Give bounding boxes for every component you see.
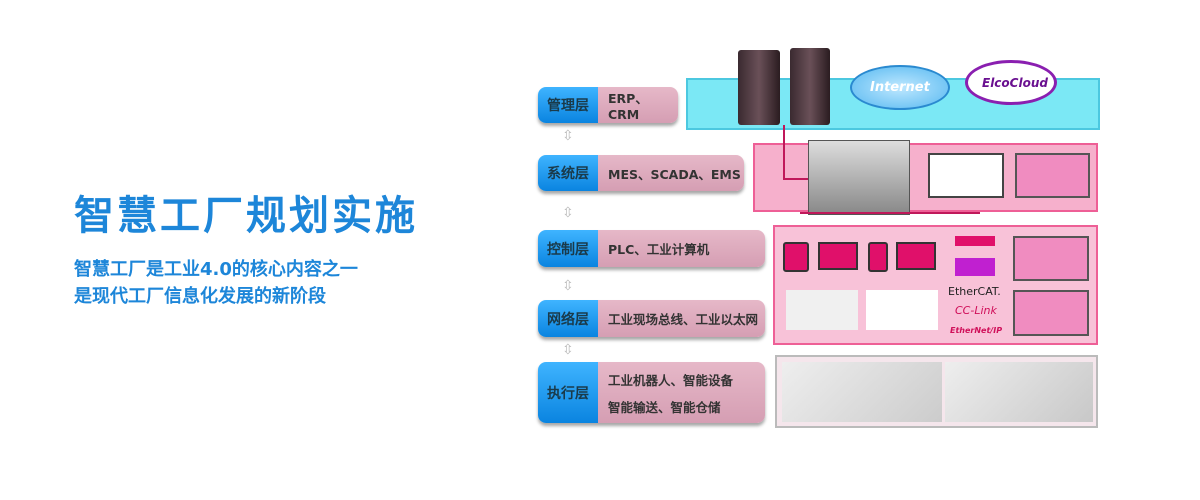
hmi-screen bbox=[1015, 153, 1090, 198]
robot-line-image bbox=[782, 362, 942, 422]
hmi-screen bbox=[1013, 290, 1089, 336]
layer-tag: 网络层 bbox=[538, 300, 598, 337]
layer-system: 系统层 MES、SCADA、EMS bbox=[538, 155, 744, 191]
bidirectional-arrow-icon: ⇳ bbox=[562, 342, 574, 358]
hmi-screen bbox=[1013, 236, 1089, 281]
layer-network: 网络层 工业现场总线、工业以太网 bbox=[538, 300, 765, 337]
io-icons bbox=[955, 258, 995, 276]
ethercat-logo: EtherCAT. bbox=[948, 285, 1001, 298]
layer-desc: ERP、CRM bbox=[608, 91, 648, 122]
subtitle-line-2: 是现代工厂信息化发展的新阶段 bbox=[74, 286, 326, 307]
layer-desc: 工业现场总线、工业以太网 bbox=[608, 312, 759, 327]
elcocloud-label: ElcoCloud bbox=[982, 76, 1048, 90]
layer-desc: 智能输送、智能仓储 bbox=[608, 399, 721, 415]
scada-screen bbox=[928, 153, 1004, 198]
layer-tag: 系统层 bbox=[538, 155, 598, 191]
warehouse-image bbox=[945, 362, 1093, 422]
io-module-image bbox=[866, 290, 938, 330]
ethernetip-logo: EtherNet/IP bbox=[950, 326, 1003, 335]
server-icon bbox=[790, 48, 830, 125]
phone-icon bbox=[868, 242, 888, 272]
monitor-icon bbox=[896, 242, 936, 270]
bidirectional-arrow-icon: ⇳ bbox=[562, 278, 574, 294]
layer-tag: 管理层 bbox=[538, 87, 598, 123]
bidirectional-arrow-icon: ⇳ bbox=[562, 128, 574, 144]
network-switch-icon bbox=[808, 140, 910, 215]
internet-cloud-icon bbox=[850, 65, 950, 110]
layer-desc: PLC、工业计算机 bbox=[608, 242, 710, 257]
plc-rack-image bbox=[786, 290, 858, 330]
layer-tag: 执行层 bbox=[538, 362, 598, 423]
layer-control: 控制层 PLC、工业计算机 bbox=[538, 230, 765, 267]
internet-label: Internet bbox=[870, 80, 930, 95]
io-icons bbox=[955, 236, 995, 246]
elcocloud-icon bbox=[965, 60, 1057, 105]
page-title: 智慧工厂规划实施 bbox=[74, 193, 418, 239]
bidirectional-arrow-icon: ⇳ bbox=[562, 205, 574, 221]
subtitle-line-1: 智慧工厂是工业4.0的核心内容之一 bbox=[74, 259, 358, 280]
layer-execution: 执行层 工业机器人、智能设备 智能输送、智能仓储 bbox=[538, 362, 765, 423]
server-icon bbox=[738, 50, 780, 125]
layer-desc: 工业机器人、智能设备 bbox=[608, 372, 734, 388]
layer-tag: 控制层 bbox=[538, 230, 598, 267]
layer-management: 管理层 ERP、CRM bbox=[538, 87, 678, 123]
tablet-icon bbox=[783, 242, 809, 272]
layer-desc: MES、SCADA、EMS bbox=[608, 166, 741, 182]
monitor-icon bbox=[818, 242, 858, 270]
cclink-logo: CC-Link bbox=[955, 304, 997, 317]
